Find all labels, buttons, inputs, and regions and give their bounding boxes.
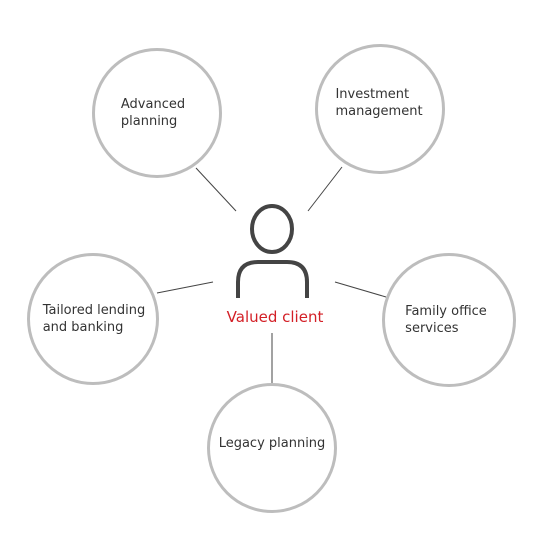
node-label: Tailored lending and banking	[42, 303, 146, 335]
person-icon	[236, 204, 309, 298]
node-family-office: Family office services	[382, 253, 516, 387]
connector-family-office	[334, 281, 387, 298]
node-label: Investment management	[335, 87, 423, 119]
node-legacy-planning: Legacy planning	[207, 383, 337, 513]
connector-tailored-lending	[156, 281, 214, 294]
node-label: Legacy planning	[218, 435, 326, 451]
node-tailored-lending: Tailored lending and banking	[27, 253, 159, 385]
connector-investment-management	[307, 166, 343, 212]
node-label: Advanced planning	[120, 97, 186, 129]
node-label: Family office services	[405, 304, 487, 336]
person-body	[236, 260, 309, 298]
center-label: Valued client	[226, 308, 324, 326]
connector-advanced-planning	[195, 167, 237, 212]
node-investment-management: Investment management	[315, 44, 445, 174]
person-head	[250, 204, 294, 254]
node-advanced-planning: Advanced planning	[92, 48, 222, 178]
